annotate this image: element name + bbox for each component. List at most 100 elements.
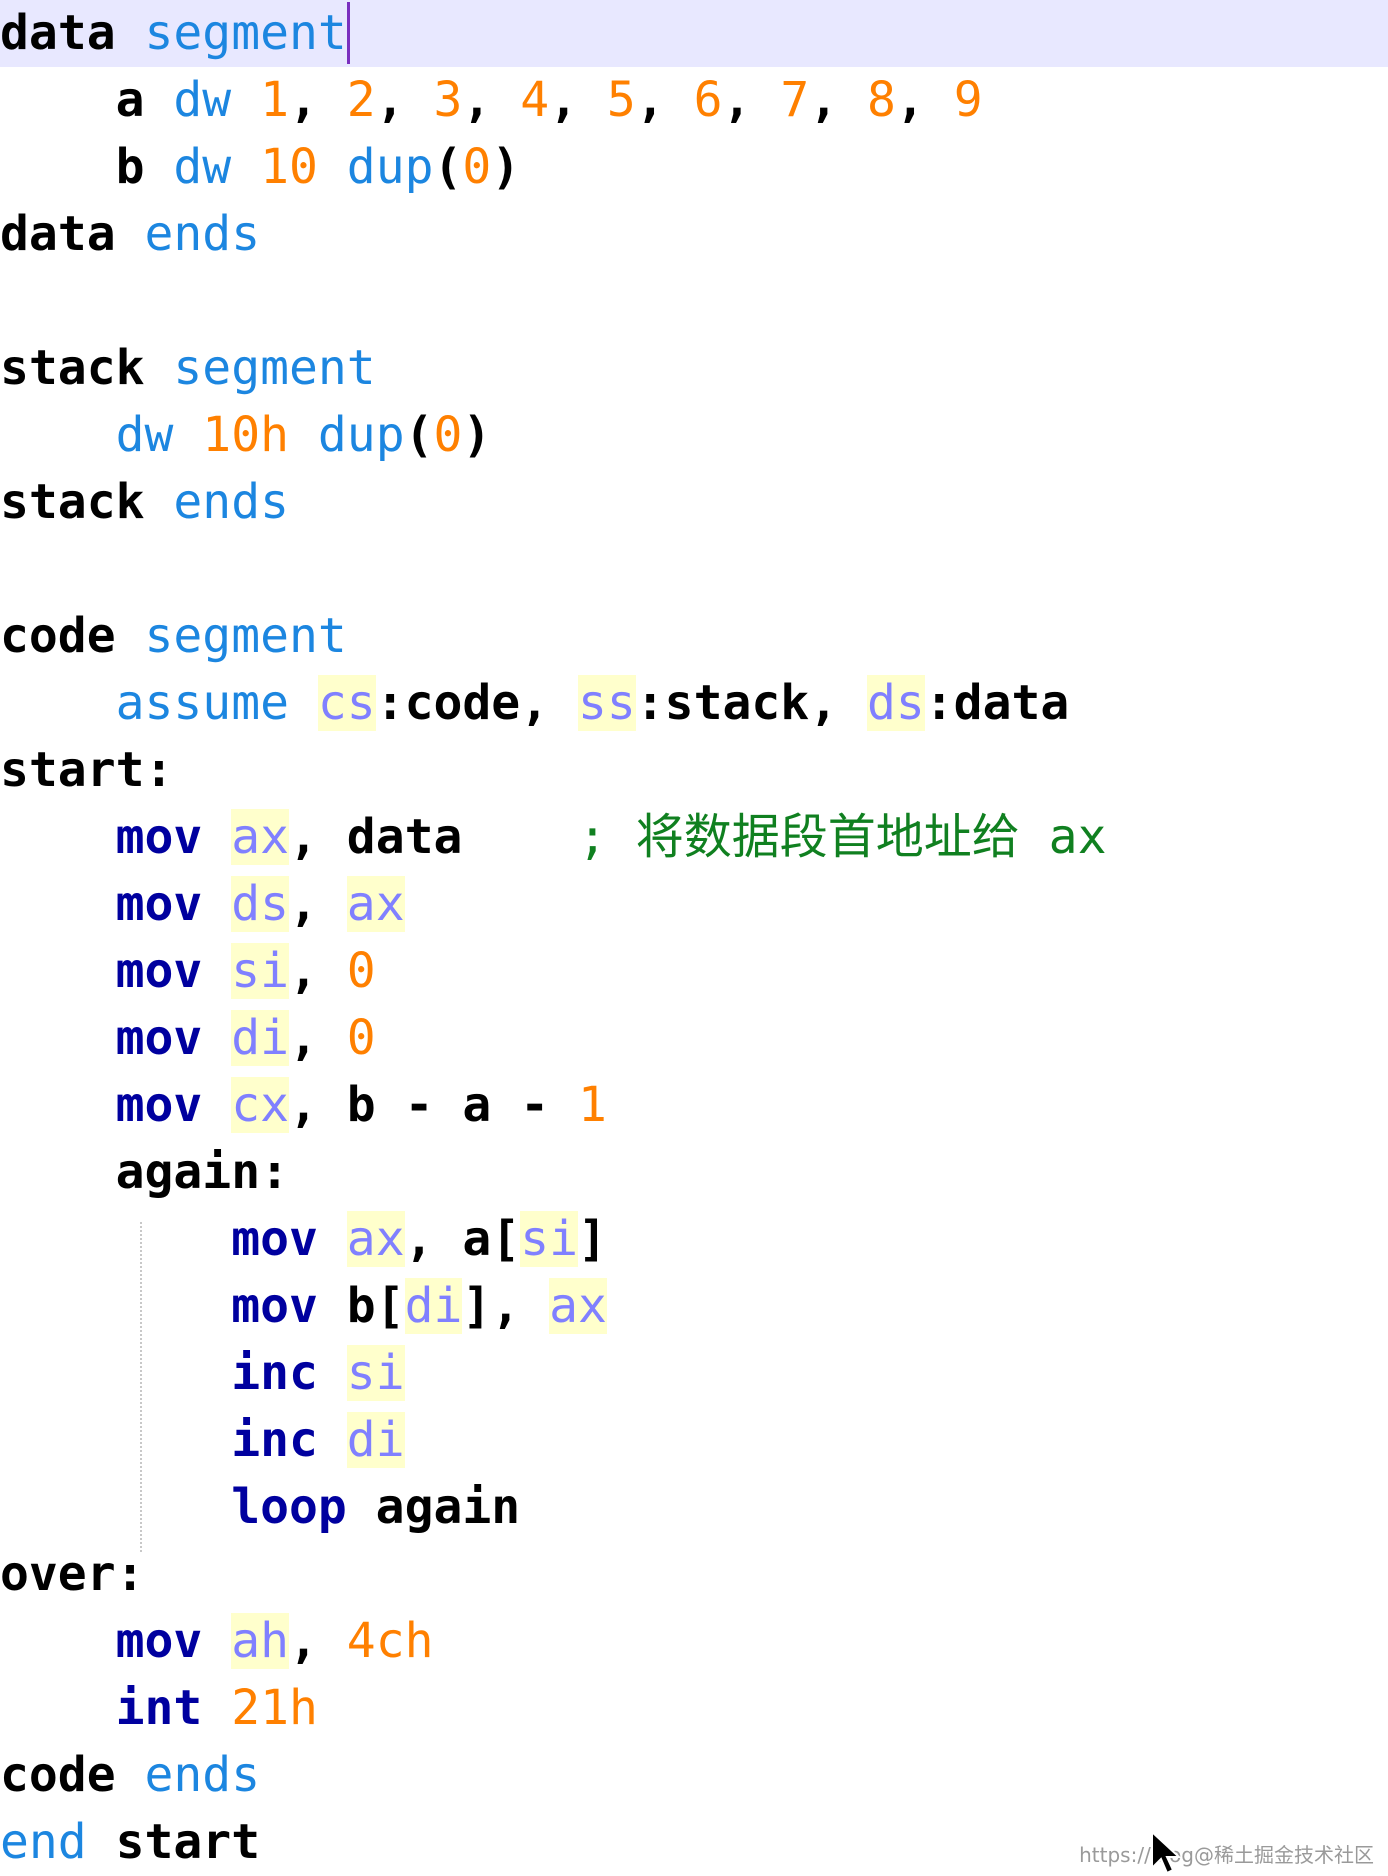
code-token: ,	[462, 72, 521, 128]
code-token: 8	[867, 72, 896, 128]
code-token: inc	[231, 1345, 318, 1401]
code-token: ends	[144, 206, 261, 262]
code-token	[202, 809, 231, 865]
code-line[interactable]: stack segment	[0, 335, 1388, 402]
watermark: https://blog@稀土掘金技术社区	[1079, 1843, 1374, 1867]
code-line-current[interactable]: data segment	[0, 0, 1388, 67]
code-token: ,	[289, 72, 347, 128]
code-token: , data	[289, 809, 578, 865]
code-token: 0	[462, 139, 492, 195]
code-line[interactable]: inc di	[0, 1407, 1388, 1474]
code-token: dup	[317, 407, 405, 463]
code-token	[0, 1211, 231, 1267]
code-token: ,	[375, 72, 434, 128]
code-token: 10	[260, 139, 318, 195]
code-token: ; 将数据段首地址给 ax	[577, 809, 1107, 865]
code-token: mov	[115, 943, 203, 999]
code-line[interactable]: int 21h	[0, 1675, 1388, 1742]
code-token	[0, 1278, 231, 1334]
code-line[interactable]: dw 10h dup(0)	[0, 402, 1388, 469]
code-token: stack	[0, 340, 145, 396]
code-token: di	[346, 1412, 405, 1468]
code-line[interactable]	[0, 536, 1388, 603]
code-line[interactable]: over:	[0, 1541, 1388, 1608]
code-line[interactable]: again:	[0, 1139, 1388, 1206]
code-token: mov	[231, 1278, 318, 1334]
code-token: , b - a -	[289, 1077, 578, 1133]
code-token: assume	[115, 675, 289, 731]
code-token: 4ch	[346, 1613, 434, 1669]
code-token: segment	[144, 608, 347, 664]
code-token	[116, 206, 145, 262]
code-line[interactable]: mov cx, b - a - 1	[0, 1072, 1388, 1139]
code-token	[202, 1077, 231, 1133]
code-line[interactable]: mov b[di], ax	[0, 1273, 1388, 1340]
code-token: )	[491, 139, 521, 195]
code-line[interactable]: code segment	[0, 603, 1388, 670]
code-token	[318, 1345, 347, 1401]
code-token	[202, 1613, 231, 1669]
code-line[interactable]: stack ends	[0, 469, 1388, 536]
fold-guide-line	[140, 1222, 142, 1552]
code-token	[145, 340, 174, 396]
code-token: mov	[115, 1613, 203, 1669]
code-token: :code,	[375, 675, 578, 731]
code-token: di	[231, 1010, 289, 1066]
code-token	[0, 1479, 231, 1535]
code-token: start	[86, 1814, 261, 1870]
code-token: ]	[577, 1211, 607, 1267]
code-token: (	[404, 407, 434, 463]
code-token: again:	[0, 1144, 289, 1200]
code-token	[318, 139, 347, 195]
code-token	[202, 1010, 231, 1066]
code-token: 10h	[202, 407, 289, 463]
code-line[interactable]: loop again	[0, 1474, 1388, 1541]
code-line[interactable]: code ends	[0, 1742, 1388, 1809]
code-token: ,	[722, 72, 781, 128]
code-token: code	[0, 1747, 116, 1803]
code-token	[145, 474, 174, 530]
code-token: cx	[231, 1077, 289, 1133]
code-token: :stack,	[635, 675, 867, 731]
code-line[interactable]: start:	[0, 737, 1388, 804]
code-token: ah	[231, 1613, 289, 1669]
code-line[interactable]: mov ah, 4ch	[0, 1608, 1388, 1675]
code-line[interactable]: data ends	[0, 201, 1388, 268]
code-line[interactable]: mov di, 0	[0, 1005, 1388, 1072]
code-token: 0	[346, 943, 376, 999]
code-token: ],	[462, 1278, 550, 1334]
code-line[interactable]: mov ax, data ; 将数据段首地址给 ax	[0, 804, 1388, 871]
code-token: 7	[780, 72, 810, 128]
code-line[interactable]: end start	[0, 1809, 1388, 1876]
code-token: start:	[0, 742, 174, 798]
code-token: :data	[924, 675, 1070, 731]
code-line[interactable]: mov ds, ax	[0, 871, 1388, 938]
code-token: , a[	[404, 1211, 521, 1267]
code-token: 6	[693, 72, 723, 128]
code-token: ss	[577, 675, 636, 731]
code-token	[173, 407, 202, 463]
code-line[interactable]	[0, 268, 1388, 335]
text-caret	[347, 2, 350, 64]
code-token: ends	[144, 1747, 261, 1803]
code-line[interactable]: mov si, 0	[0, 938, 1388, 1005]
code-token	[0, 407, 116, 463]
code-token: ,	[289, 1613, 347, 1669]
code-token: ,	[635, 72, 694, 128]
code-token: 2	[346, 72, 376, 128]
code-line[interactable]: mov ax, a[si]	[0, 1206, 1388, 1273]
code-token	[289, 675, 318, 731]
code-line[interactable]: inc si	[0, 1340, 1388, 1407]
code-line[interactable]: b dw 10 dup(0)	[0, 134, 1388, 201]
code-token: si	[520, 1211, 578, 1267]
code-line[interactable]: assume cs:code, ss:stack, ds:data	[0, 670, 1388, 737]
code-token: cs	[317, 675, 376, 731]
code-token	[0, 1613, 116, 1669]
code-token: ends	[173, 474, 289, 530]
code-token: ax	[549, 1278, 607, 1334]
code-token	[231, 72, 260, 128]
code-line[interactable]: a dw 1, 2, 3, 4, 5, 6, 7, 8, 9	[0, 67, 1388, 134]
code-token	[0, 943, 116, 999]
code-token: b[	[317, 1278, 405, 1334]
